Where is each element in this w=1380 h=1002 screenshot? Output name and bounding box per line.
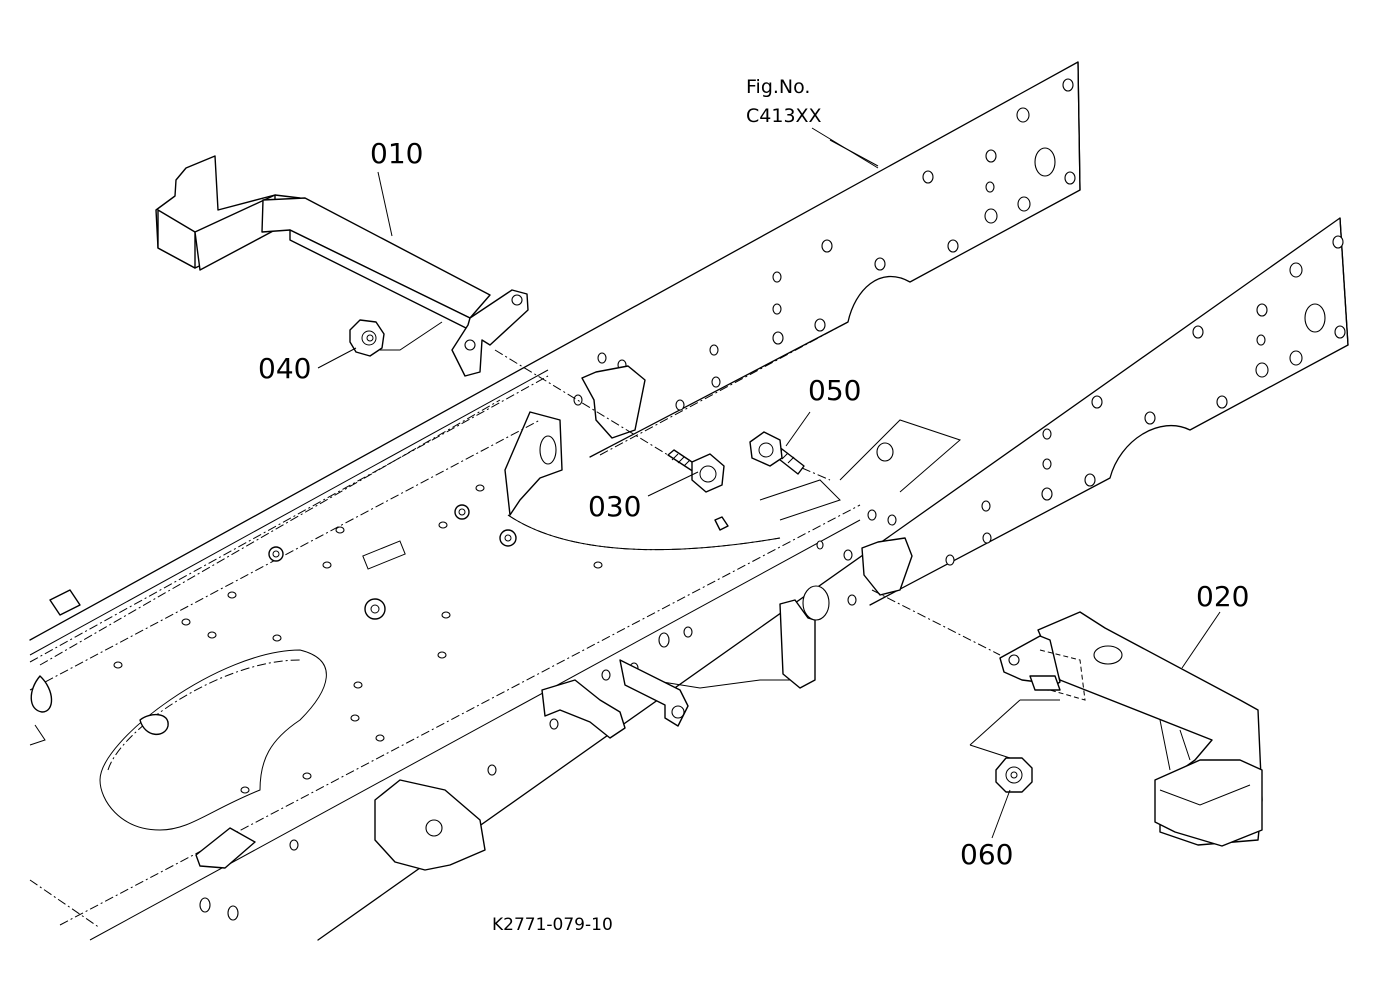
assembly-lines <box>380 139 1060 759</box>
floor-holes <box>113 484 603 794</box>
callout-060: 060 <box>960 838 1013 871</box>
part-020-bracket <box>999 611 1263 847</box>
floor-plate <box>29 399 841 929</box>
part-040-nut <box>349 319 385 357</box>
fig-label: Fig.No. <box>746 76 810 98</box>
lower-frame-rail <box>59 217 1349 941</box>
part-030-bolt <box>667 449 725 493</box>
callout-050: 050 <box>808 374 861 407</box>
callout-020: 020 <box>1196 580 1249 613</box>
floor-nuts <box>268 504 517 620</box>
part-010-bracket <box>155 155 529 377</box>
fig-code: C413XX <box>746 105 822 127</box>
rear-bracket-plate <box>581 365 646 439</box>
drawing-number: K2771-079-10 <box>492 915 613 935</box>
part-050-bolt <box>749 431 805 475</box>
front-bracket-plate <box>861 537 913 596</box>
callout-010: 010 <box>370 137 423 170</box>
callout-040: 040 <box>258 352 311 385</box>
lower-rail-holes <box>199 235 1346 921</box>
upper-frame-rail <box>29 61 1081 663</box>
callout-030: 030 <box>588 490 641 523</box>
part-060-nut <box>995 757 1033 793</box>
callout-leaders <box>317 127 1221 839</box>
upper-rail-holes <box>573 78 1076 411</box>
